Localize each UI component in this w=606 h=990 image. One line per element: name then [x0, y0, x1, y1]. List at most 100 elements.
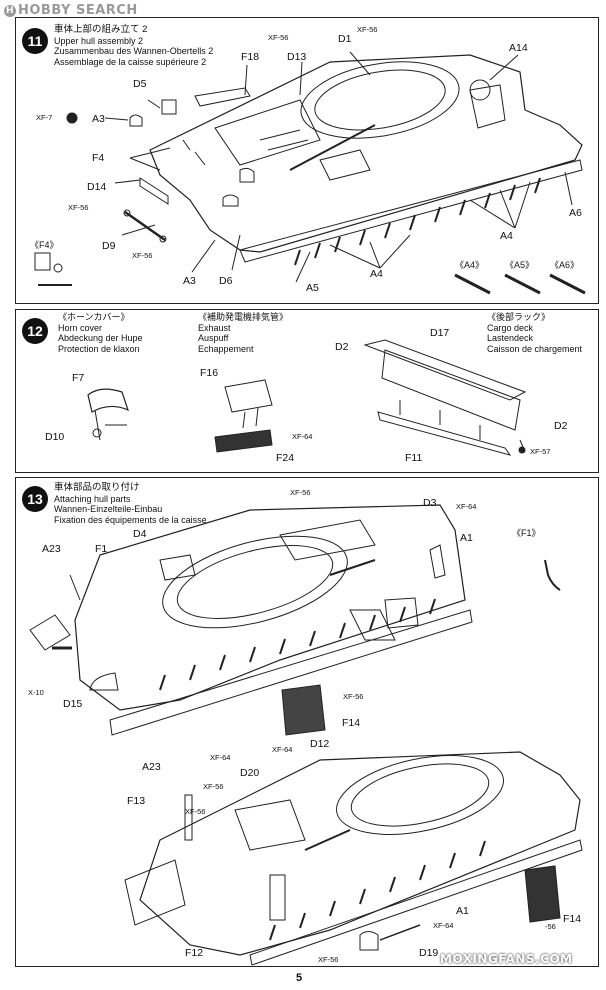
part-label-f1: F1: [95, 543, 108, 555]
paint-label-xf56: XF-56: [185, 807, 206, 816]
part-label-d14: D14: [87, 181, 107, 193]
part-label-d1: D1: [338, 33, 352, 45]
paint-label-xf56: XF-56: [290, 488, 311, 497]
watermark-text: HOBBY SEARCH: [18, 3, 138, 18]
step-13-title-de: Wannen-Einzelteile-Einbau: [54, 504, 163, 514]
paint-label-xf56: XF-56: [132, 251, 153, 260]
cargo-deck-en: Cargo deck: [487, 322, 534, 333]
part-label-a1: A1: [456, 905, 469, 917]
cargo-deck-de: Lastendeck: [487, 333, 534, 343]
part-label-a3: A3: [92, 113, 105, 125]
step-11-title-fr: Assemblage de la caisse supérieure 2: [54, 56, 207, 67]
cargo-deck-jp: 《後部ラック》: [487, 312, 551, 322]
step-11-title-jp: 車体上部の組み立て 2: [54, 24, 148, 35]
part-label-f12: F12: [185, 947, 204, 959]
paint-label-xf64: XF-64: [272, 745, 293, 754]
part-label-d9: D9: [102, 240, 116, 252]
page-number: 5: [296, 972, 303, 984]
callout-a5: 《A5》: [505, 260, 535, 270]
step-13-badge: 13: [22, 486, 48, 512]
paint-label-xf7: XF-7: [36, 113, 53, 122]
callout-a6: 《A6》: [550, 260, 580, 270]
paint-label-xf64: XF-64: [210, 753, 231, 762]
part-label-f14: F14: [563, 913, 582, 925]
paint-label-x10: X-10: [28, 688, 44, 697]
cargo-deck-title: 《後部ラック》 Cargo deck Lastendeck Caisson de…: [487, 312, 582, 354]
part-label-f18: F18: [241, 51, 260, 63]
exhaust-jp: 《補助発電機排気管》: [198, 312, 289, 322]
part-label-f7: F7: [72, 372, 85, 384]
paint-label-xf56: XF-56: [357, 25, 378, 34]
part-label-d6: D6: [219, 275, 233, 287]
step-13-title-fr: Fixation des équipements de la caisse: [54, 514, 207, 525]
part-label-a14: A14: [509, 42, 528, 54]
paint-label-xf56: -56: [545, 922, 556, 931]
exhaust-en: Exhaust: [198, 322, 231, 333]
paint-label-xf64: XF-64: [456, 502, 477, 511]
paint-label-xf56: XF-56: [268, 33, 289, 42]
part-label-d3: D3: [423, 497, 437, 509]
horn-cover-de: Abdeckung der Hupe: [58, 333, 143, 343]
paint-label-xf56: XF-56: [318, 955, 339, 964]
hull-step13-bottom-drawing: [124, 751, 583, 966]
step-11-title-en: Upper hull assembly 2: [54, 35, 144, 46]
part-label-a5: A5: [306, 282, 319, 294]
part-label-d19: D19: [419, 947, 439, 959]
part-label-f13: F13: [127, 795, 146, 807]
callout-f4: 《F4》: [30, 240, 59, 250]
part-label-a23: A23: [42, 543, 61, 555]
part-label-a1: A1: [460, 532, 473, 544]
part-label-d20: D20: [240, 767, 260, 779]
part-label-d2: D2: [554, 420, 568, 432]
part-label-f16: F16: [200, 367, 219, 379]
part-label-a23: A23: [142, 761, 161, 773]
step-11-badge: 11: [22, 28, 48, 54]
step-13-title-en: Attaching hull parts: [54, 493, 131, 504]
paint-label-xf56: XF-56: [343, 692, 364, 701]
part-label-a6: A6: [569, 207, 582, 219]
paint-label-xf57: XF-57: [530, 447, 551, 456]
step-11-title-de: Zusammenbau des Wannen-Obertells 2: [54, 46, 214, 56]
horn-cover-jp: 《ホーンカバー》: [58, 312, 130, 322]
part-label-a3: A3: [183, 275, 196, 287]
part-label-a4: A4: [500, 230, 513, 242]
part-label-d5: D5: [133, 78, 147, 90]
part-label-d13: D13: [287, 51, 307, 63]
upper-hull-step11-drawing: [34, 51, 586, 295]
step-13-title-jp: 車体部品の取り付け: [54, 482, 140, 493]
horn-cover-fr: Protection de klaxon: [58, 343, 140, 354]
part-label-d4: D4: [133, 528, 147, 540]
cargo-deck-fr: Caisson de chargement: [487, 343, 583, 354]
part-label-d2: D2: [335, 341, 349, 353]
part-label-f14: F14: [342, 717, 361, 729]
exhaust-de: Auspuff: [198, 333, 229, 343]
paint-label-xf56: XF-56: [203, 782, 224, 791]
step-11-title: 車体上部の組み立て 2 Upper hull assembly 2 Zusamm…: [54, 24, 214, 67]
step-13-title: 車体部品の取り付け Attaching hull parts Wannen-Ei…: [54, 482, 207, 525]
part-label-f4: F4: [92, 152, 105, 164]
part-label-a4: A4: [370, 268, 383, 280]
part-label-d12: D12: [310, 738, 330, 750]
hobbysearch-logo-icon: H: [4, 5, 16, 17]
paint-label-xf64: XF-64: [292, 432, 313, 441]
step-12-badge: 12: [22, 318, 48, 344]
step12-parts-drawing: [87, 339, 527, 456]
part-label-f11: F11: [405, 452, 423, 464]
part-label-d10: D10: [45, 431, 65, 443]
exhaust-title: 《補助発電機排気管》 Exhaust Auspuff Echappement: [198, 312, 288, 354]
horn-cover-title: 《ホーンカバー》 Horn cover Abdeckung der Hupe P…: [58, 312, 143, 354]
callout-a4: 《A4》: [455, 260, 485, 270]
paint-label-xf64: XF-64: [433, 921, 454, 930]
part-label-d17: D17: [430, 327, 450, 339]
hull-step13-top-drawing: [29, 504, 561, 736]
horn-cover-en: Horn cover: [58, 322, 103, 333]
part-label-d15: D15: [63, 698, 83, 710]
exhaust-fr: Echappement: [198, 343, 254, 354]
paint-label-xf56: XF-56: [68, 203, 89, 212]
part-label-f24: F24: [276, 452, 295, 464]
step-12-panel: 12: [15, 309, 599, 473]
callout-f1: 《F1》: [512, 528, 541, 538]
watermark-moxingfans: MOXINGFANS.COM: [440, 952, 573, 966]
